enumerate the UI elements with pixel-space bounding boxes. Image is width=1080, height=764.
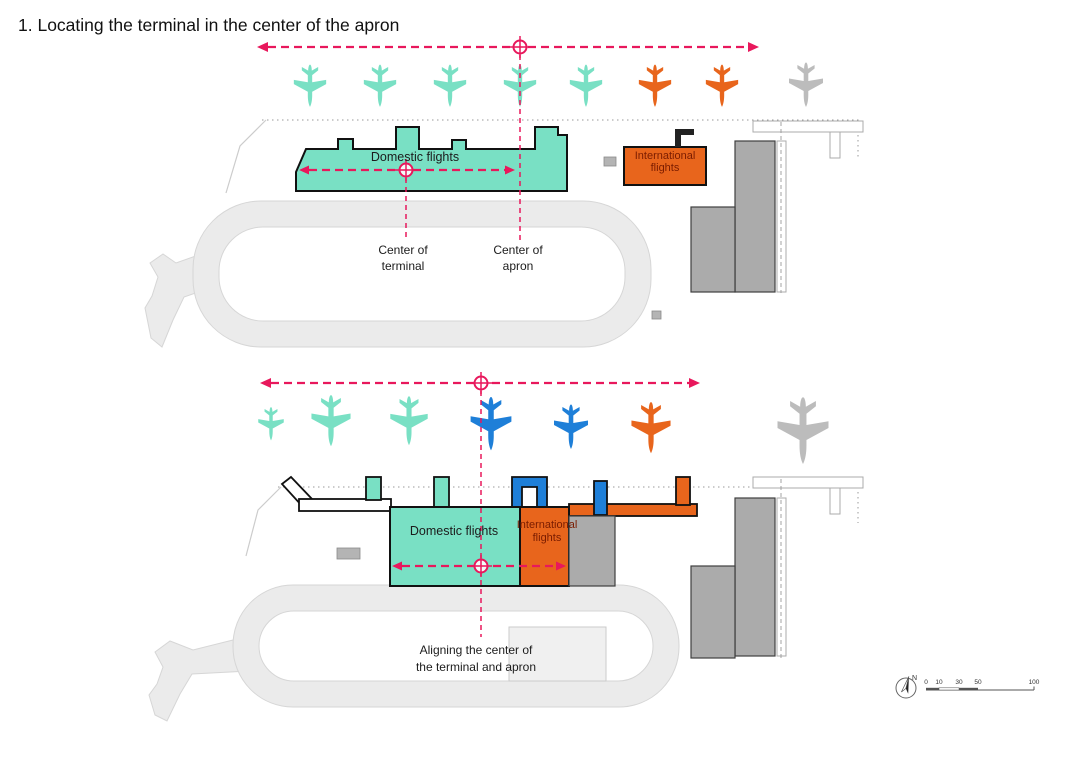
international-flights-label-line2: flights [651,162,680,174]
center-of-apron-callout: Center of apron [493,243,543,273]
airplane-icon [433,64,467,107]
scale-bar: 0 10 30 50 100 [924,679,1040,691]
airplane-icon [258,407,284,441]
airplane-icon [638,64,672,107]
international-pier [675,476,691,506]
taxiway-ring [193,201,651,347]
airplane-icon [390,396,428,446]
arrowhead-left [260,378,271,388]
existing-building [690,565,736,659]
airplane-icon [569,64,603,107]
service-road [225,119,267,194]
airplane-icon [470,397,512,451]
service-road [245,486,282,557]
airplane-icon [705,64,739,107]
airplane-icon [311,395,351,447]
center-of-apron-text-line2: apron [503,259,534,273]
arrowhead-right [556,561,566,571]
small-service-building [603,156,617,167]
arrowhead-left [257,42,268,52]
alignment-caption-line1: Aligning the center of [420,643,533,657]
arrowhead-right [689,378,700,388]
north-label: N [912,675,917,682]
scale-tick-30: 30 [955,679,963,686]
aircraft-row [293,62,823,107]
page-title: 1. Locating the terminal in the center o… [18,15,399,35]
road-outline [829,131,841,159]
airplane-icon [363,64,397,107]
existing-building [734,140,776,293]
international-terminal-building [519,506,570,587]
bottom-diagram: Domestic flights International flights A… [148,371,864,722]
map-legend: N 0 10 30 50 100 [895,675,1040,699]
road-outline [776,497,787,657]
alignment-caption: Aligning the center of the terminal and … [416,643,536,674]
domestic-pier [365,476,382,501]
existing-building [690,206,736,293]
landside-buildings [690,476,864,660]
international-flights-label-line2: flights [533,532,562,544]
airplane-icon [789,62,823,107]
domestic-flights-label: Domestic flights [371,150,459,164]
international-pier [675,129,694,147]
scale-tick-0: 0 [924,679,928,686]
taxiway-ring [233,585,679,707]
scale-tick-100: 100 [1029,679,1040,686]
small-service-building [336,547,361,560]
taxiway-ring-inner-edge [258,610,654,682]
widebody-pier [511,476,548,508]
arrowhead-left [392,561,402,571]
scale-tick-50: 50 [974,679,982,686]
road-outline [829,487,841,515]
international-flights-label-line1: International [635,150,696,162]
linear-concourse [298,498,392,512]
scale-segment [959,687,978,690]
airplane-icon [631,402,671,454]
road-outline [752,476,864,489]
top-diagram: Domestic flights International flights C… [144,35,864,348]
scale-tick-10: 10 [935,679,943,686]
apron-access-road [144,251,208,348]
airplane-icon [554,404,588,449]
scale-segment [938,687,960,691]
arrowhead-left [299,165,309,175]
arrowhead-right [505,165,515,175]
taxiway-ring-outer-edge [192,200,652,348]
apron-centerline-arrow [257,42,759,52]
arrowhead-right [748,42,759,52]
widebody-pier [593,480,608,516]
domestic-terminal-building [295,126,568,192]
airplane-icon [777,397,829,464]
road-outline [776,140,787,293]
center-of-terminal-text-line1: Center of [378,243,428,257]
apron-access-road [148,635,250,722]
road-outline [752,120,864,133]
existing-building [734,497,776,657]
existing-building [568,515,616,587]
domestic-flights-label: Domestic flights [410,524,498,538]
crosshair-marker [469,371,493,395]
international-terminal-building [623,146,707,186]
aircraft-row [258,395,829,464]
terminal-centerline-arrow [392,561,566,571]
landside-buildings [690,120,864,293]
compass-needle-light [901,676,910,693]
center-of-apron-text-line1: Center of [493,243,543,257]
international-flights-label-line1: International [517,519,578,531]
center-of-terminal-text-line2: terminal [382,259,425,273]
crosshair-marker [508,35,532,59]
center-of-terminal-callout: Center of terminal [378,243,428,273]
alignment-caption-line2: the terminal and apron [416,660,536,674]
scale-segment [926,687,939,690]
domestic-pier [433,476,450,510]
north-compass: N [895,675,917,699]
taxiway-ring-inner-edge [218,226,626,322]
apron-pad [508,626,607,682]
small-service-building [651,310,662,320]
airplane-icon [293,64,327,107]
domestic-terminal-building [389,506,521,587]
